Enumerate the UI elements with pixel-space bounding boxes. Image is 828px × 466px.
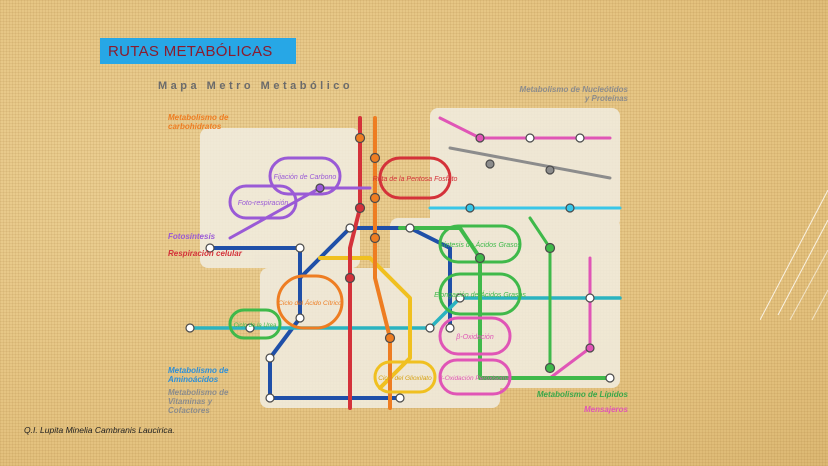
- loop-betaox: [438, 316, 512, 356]
- pathway-sintesis: Síntesis de Ácidos Grasos: [439, 240, 522, 249]
- metabolic-metro-map: Fijación de Carbono Foto-respiración Rut…: [185, 108, 622, 410]
- pathway-krebs: Ciclo del Ácido Cítrico: [278, 298, 342, 307]
- decorative-corner-lines: [760, 190, 828, 320]
- line-grey: [448, 146, 612, 180]
- loop-elongacion: [438, 272, 522, 316]
- section-lipidos: Metabolismo de Lípidos: [536, 390, 628, 399]
- station: [445, 323, 455, 333]
- station: [395, 393, 405, 403]
- pathway-betaoxper: β-Oxidación Peroxisomal: [438, 375, 512, 382]
- line-yellow: [318, 256, 412, 390]
- station: [295, 243, 305, 253]
- station: [295, 313, 305, 323]
- station: [354, 132, 366, 144]
- station: [575, 133, 585, 143]
- loop-fotorespiracion: [228, 184, 298, 220]
- pathway-glioxilato: Ciclo del Glioxilato: [378, 375, 432, 382]
- station: [345, 223, 355, 233]
- station: [425, 323, 435, 333]
- section-mensajeros: Mensajeros: [583, 405, 628, 414]
- loop-betaoxper: [438, 358, 512, 396]
- station: [315, 183, 325, 193]
- station: [344, 272, 356, 284]
- station: [185, 323, 195, 333]
- station: [369, 152, 381, 164]
- station: [265, 353, 275, 363]
- station: [485, 159, 495, 169]
- station: [605, 373, 615, 383]
- loop-glioxilato: [373, 360, 437, 394]
- pathway-pentosa: Ruta de la Pentosa Fosfato: [373, 176, 458, 183]
- section-carbohidratos: Metabolismo de carbohidratos: [168, 113, 229, 131]
- station: [585, 293, 595, 303]
- station: [455, 293, 465, 303]
- pathway-loops: [228, 156, 522, 396]
- line-blue: [208, 246, 402, 400]
- section-aminoacidos: Metabolismo de Aminoácidos: [168, 366, 229, 384]
- station: [544, 242, 556, 254]
- station: [465, 203, 475, 213]
- section-vitaminas: Metabolismo de Vitaminas y Cofactores: [168, 388, 229, 415]
- slide-title-banner: RUTAS METABÓLICAS: [100, 38, 296, 64]
- station: [245, 323, 255, 333]
- station: [545, 165, 555, 175]
- slide-title: RUTAS METABÓLICAS: [108, 42, 273, 60]
- station: [544, 362, 556, 374]
- loop-pentosa: [378, 156, 452, 200]
- station: [354, 202, 366, 214]
- author-credit: Q.I. Lupita Minelia Cambranis Laucirica.: [24, 425, 175, 435]
- loop-urea: [228, 308, 282, 340]
- station: [369, 232, 381, 244]
- stations: [185, 132, 615, 403]
- map-title: Mapa Metro Metabólico: [158, 80, 354, 92]
- pathway-labels: Fijación de Carbono Foto-respiración Rut…: [234, 174, 527, 382]
- line-red: [348, 116, 362, 410]
- station: [474, 252, 486, 264]
- section-nucleotidos: Metabolismo de Nucleótidos y Proteínas: [519, 85, 628, 103]
- pathway-urea: Ciclo de la Urea: [234, 323, 277, 329]
- station: [369, 192, 381, 204]
- loop-fijacion: [268, 156, 342, 196]
- pathway-fijacion: Fijación de Carbono: [274, 174, 337, 181]
- station: [585, 343, 595, 353]
- station: [405, 223, 415, 233]
- station: [525, 133, 535, 143]
- station: [205, 243, 215, 253]
- station: [384, 332, 396, 344]
- pathway-elongacion: Elongación de Ácidos Grasos: [434, 290, 526, 299]
- loop-krebs: [276, 274, 344, 330]
- section-fotosintesis: Fotosíntesis: [168, 232, 216, 241]
- station: [265, 393, 275, 403]
- pathway-betaox: β-Oxidación: [455, 334, 494, 341]
- section-respiracion: Respiración celular: [168, 249, 242, 258]
- pathway-fotorespiracion: Foto-respiración: [238, 200, 289, 207]
- station: [565, 203, 575, 213]
- station: [475, 133, 485, 143]
